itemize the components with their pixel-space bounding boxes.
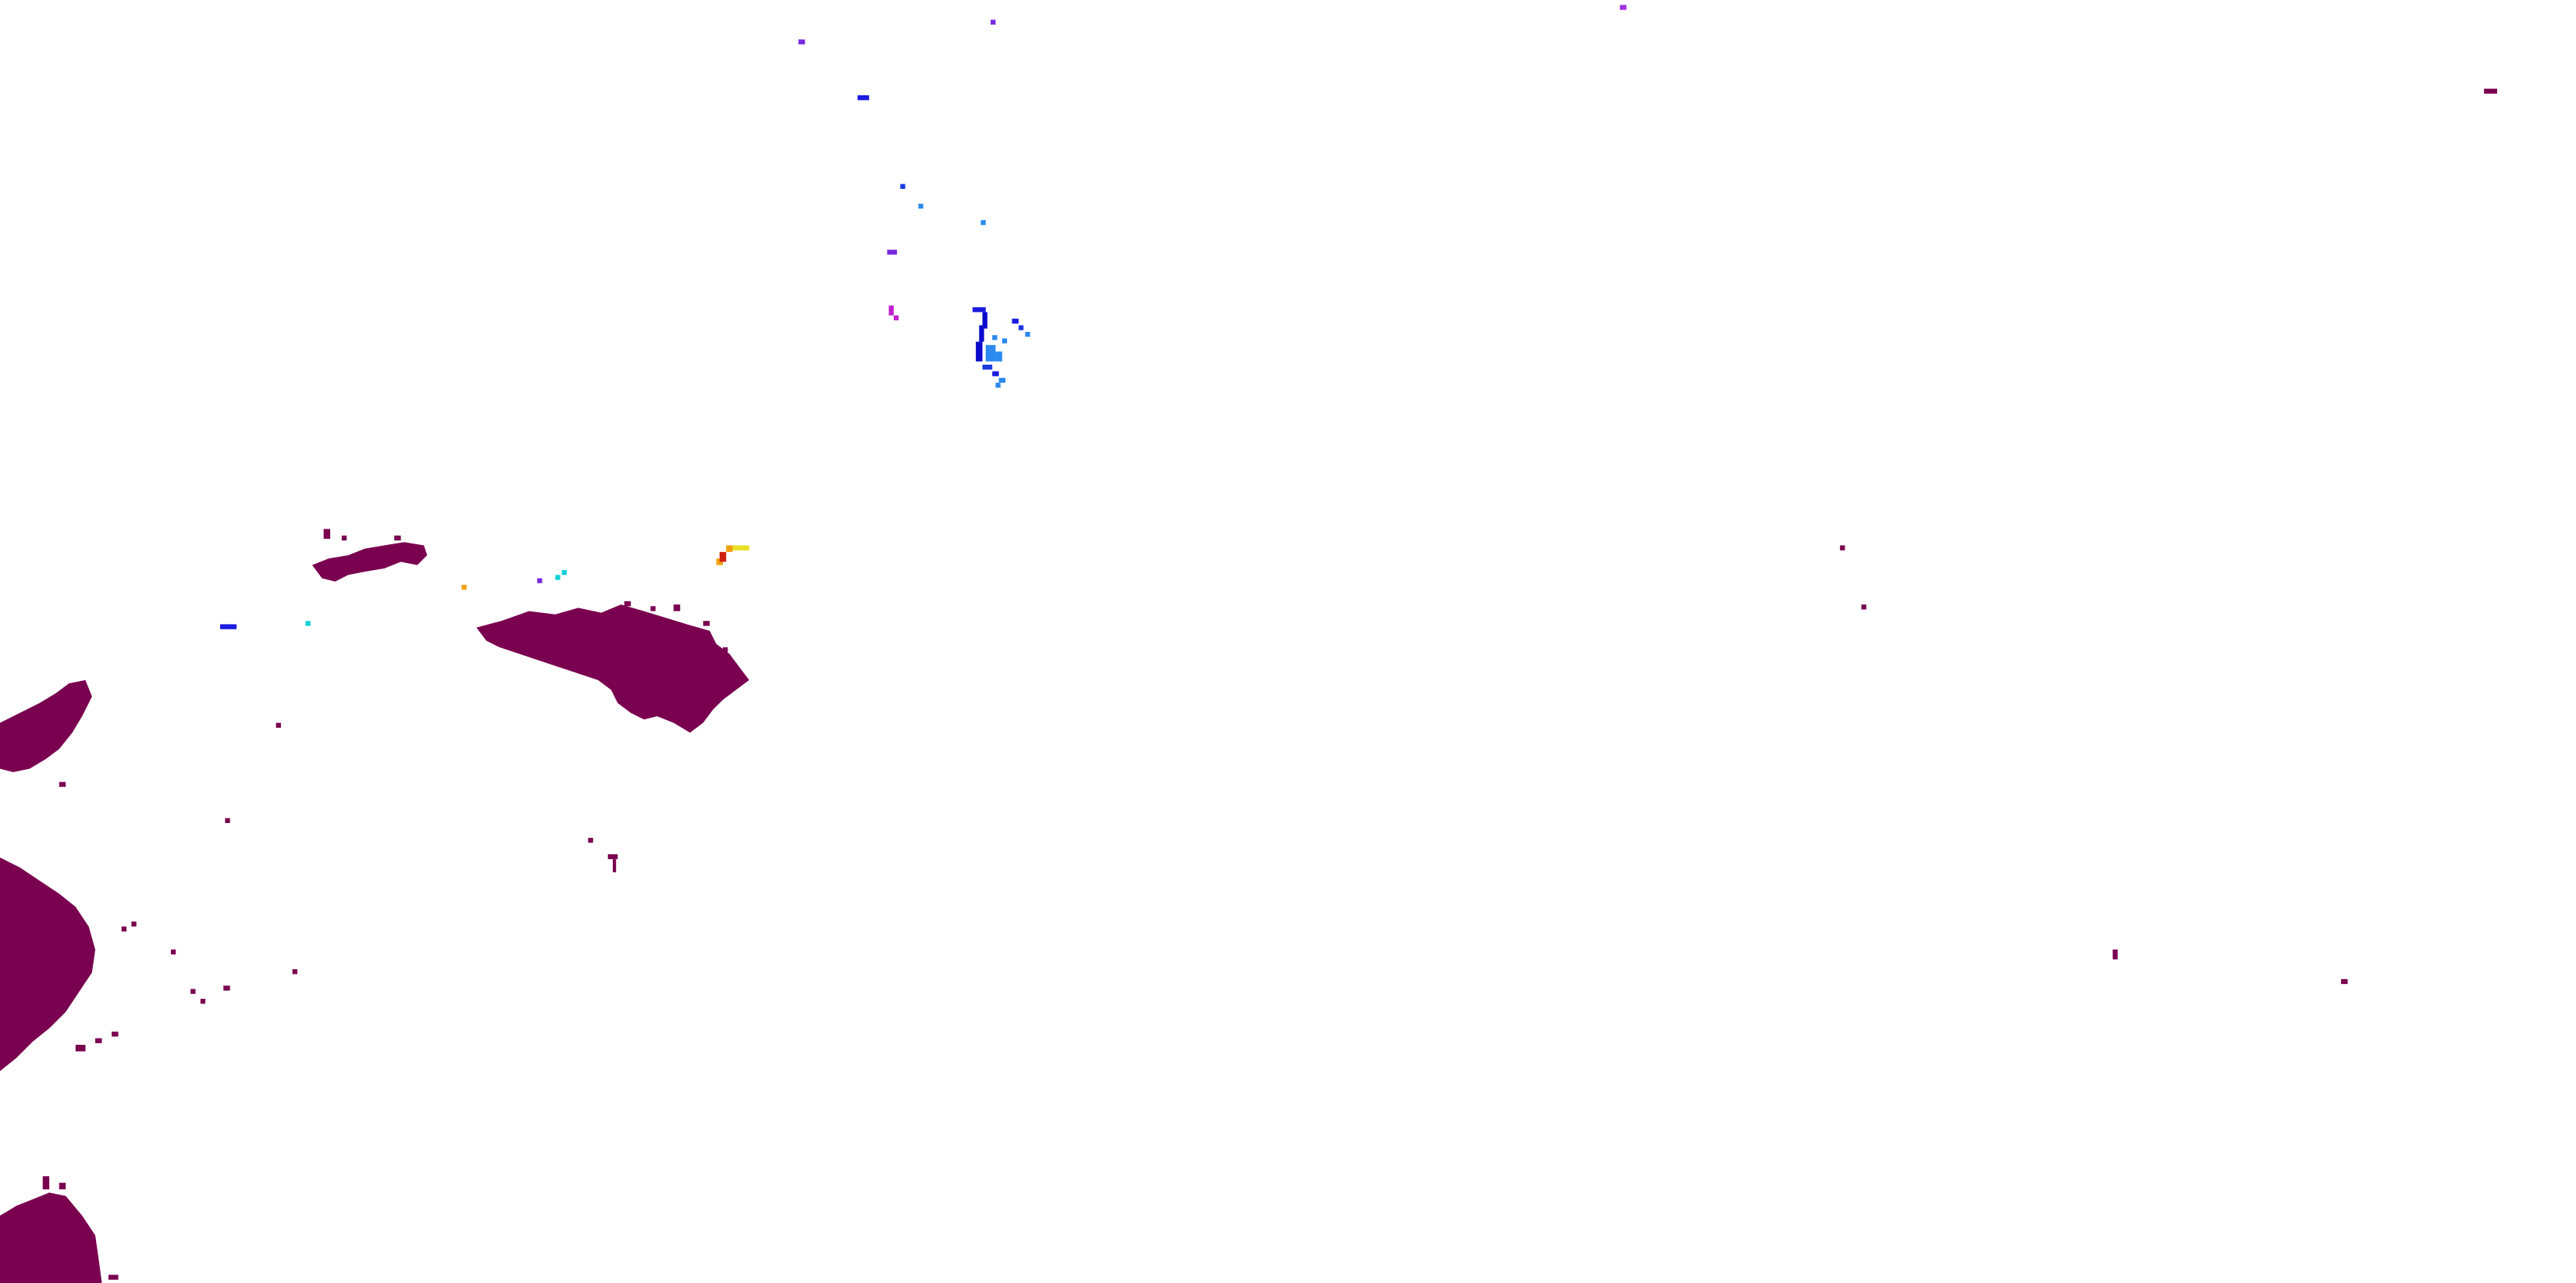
precip-isolated-specks bbox=[121, 88, 2497, 1004]
precip-cluster-central bbox=[476, 601, 749, 733]
precip-cell-blue bbox=[972, 307, 1030, 388]
precip-cluster-left-upper bbox=[0, 679, 92, 787]
precip-cluster-left-middle bbox=[0, 857, 119, 1071]
precip-cluster-upper-left bbox=[311, 529, 428, 582]
precip-cluster-left-lower bbox=[0, 1176, 119, 1283]
precip-light-returns bbox=[220, 5, 1627, 629]
precip-cell-convective bbox=[716, 545, 749, 565]
